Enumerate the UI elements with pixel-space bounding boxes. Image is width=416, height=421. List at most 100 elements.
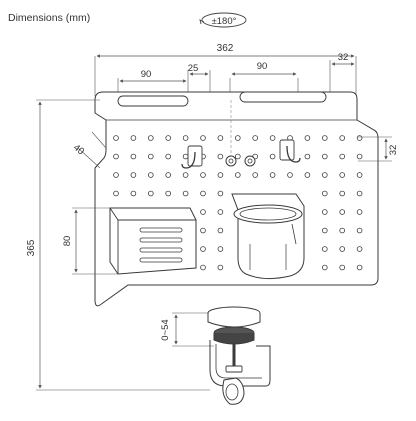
- peg-hole: [235, 153, 241, 160]
- peg-hole: [304, 135, 311, 141]
- peg-hole: [304, 153, 311, 160]
- hook-right: [279, 139, 301, 163]
- slot-left: [117, 95, 189, 107]
- peg-hole: [339, 246, 346, 252]
- dim-overall-width: 362: [94, 43, 357, 96]
- peg-hole: [130, 172, 137, 178]
- dim-hole-pitch: 32: [358, 136, 399, 162]
- peg-hole: [269, 153, 276, 160]
- cup-height-label: 80: [62, 236, 73, 247]
- peg-hole: [200, 246, 206, 252]
- peg-hole: [113, 190, 119, 197]
- peg-hole: [321, 172, 328, 178]
- peg-holes: [113, 135, 363, 271]
- peg-hole: [113, 135, 119, 141]
- peg-hole: [356, 264, 363, 271]
- peg-hole: [200, 190, 206, 197]
- peg-hole: [148, 190, 154, 197]
- peg-hole: [217, 264, 224, 271]
- slot-left-width-label: 90: [141, 69, 152, 80]
- hook-left: [181, 145, 203, 169]
- mount-knobs: [225, 100, 256, 167]
- peg-hole: [356, 227, 363, 234]
- peg-hole: [339, 227, 346, 234]
- peg-hole: [356, 135, 363, 141]
- drawing-title: Dimensions (mm): [8, 12, 91, 24]
- peg-hole: [130, 190, 137, 197]
- peg-hole: [356, 246, 363, 252]
- peg-hole: [182, 190, 189, 197]
- peg-hole: [217, 172, 224, 178]
- peg-hole: [182, 135, 189, 141]
- peg-hole: [339, 190, 346, 197]
- peg-hole: [321, 209, 328, 215]
- peg-hole: [356, 190, 363, 197]
- slot-right: [239, 91, 327, 103]
- corner-angle-label: 40: [71, 142, 86, 157]
- peg-hole: [321, 264, 328, 271]
- peg-hole: [339, 209, 346, 215]
- peg-hole: [165, 153, 172, 160]
- peg-hole: [287, 172, 293, 178]
- peg-hole: [217, 246, 224, 252]
- peg-hole: [130, 153, 137, 160]
- peg-hole: [235, 172, 241, 178]
- peg-hole: [356, 153, 363, 160]
- peg-hole: [339, 264, 346, 271]
- peg-hole: [217, 135, 224, 141]
- dim-cup-height: 80: [62, 207, 118, 275]
- overall-width-label: 362: [217, 43, 234, 54]
- peg-hole: [148, 172, 154, 178]
- hole-pitch-label: 32: [388, 145, 399, 156]
- peg-hole: [165, 172, 172, 178]
- peg-hole: [165, 190, 172, 197]
- peg-hole: [235, 135, 241, 141]
- peg-hole: [321, 227, 328, 234]
- peg-hole: [339, 153, 346, 160]
- peg-hole: [339, 135, 346, 141]
- dim-right-offset: 32: [329, 52, 355, 92]
- dim-overall-height: 365: [26, 99, 210, 391]
- peg-hole: [182, 172, 189, 178]
- peg-hole: [339, 172, 346, 178]
- peg-hole: [321, 153, 328, 160]
- peg-hole: [217, 227, 224, 234]
- peg-hole: [217, 153, 224, 160]
- peg-hole: [269, 172, 276, 178]
- peg-hole: [304, 172, 311, 178]
- peg-hole: [148, 135, 154, 141]
- desk-clamp: [207, 306, 271, 405]
- overall-height-label: 365: [26, 239, 37, 256]
- peg-hole: [356, 172, 363, 178]
- peg-hole: [252, 135, 259, 141]
- peg-hole: [165, 135, 172, 141]
- peg-hole: [217, 209, 224, 215]
- slot-right-width-label: 90: [257, 61, 268, 72]
- right-offset-label: 32: [338, 52, 349, 63]
- storage-basket: [109, 207, 197, 275]
- peg-hole: [130, 135, 137, 141]
- peg-hole: [269, 135, 276, 141]
- peg-hole: [200, 135, 206, 141]
- peg-hole: [200, 172, 206, 178]
- peg-hole: [182, 153, 189, 160]
- clamp-range-label: 0~54: [160, 319, 171, 340]
- slot-gap-label: 25: [188, 63, 199, 74]
- peg-hole: [252, 172, 259, 178]
- peg-hole: [148, 153, 154, 160]
- peg-hole: [321, 190, 328, 197]
- peg-hole: [113, 172, 119, 178]
- peg-hole: [217, 190, 224, 197]
- rotation-indicator: ±180°: [199, 12, 247, 28]
- rotation-label: ±180°: [212, 16, 237, 27]
- dim-clamp-range: 0~54: [160, 312, 214, 347]
- peg-hole: [321, 135, 328, 141]
- peg-hole: [200, 264, 206, 271]
- peg-hole: [113, 153, 119, 160]
- cup-holder: [231, 193, 305, 280]
- peg-hole: [356, 209, 363, 215]
- peg-hole: [321, 246, 328, 252]
- peg-hole: [200, 227, 206, 234]
